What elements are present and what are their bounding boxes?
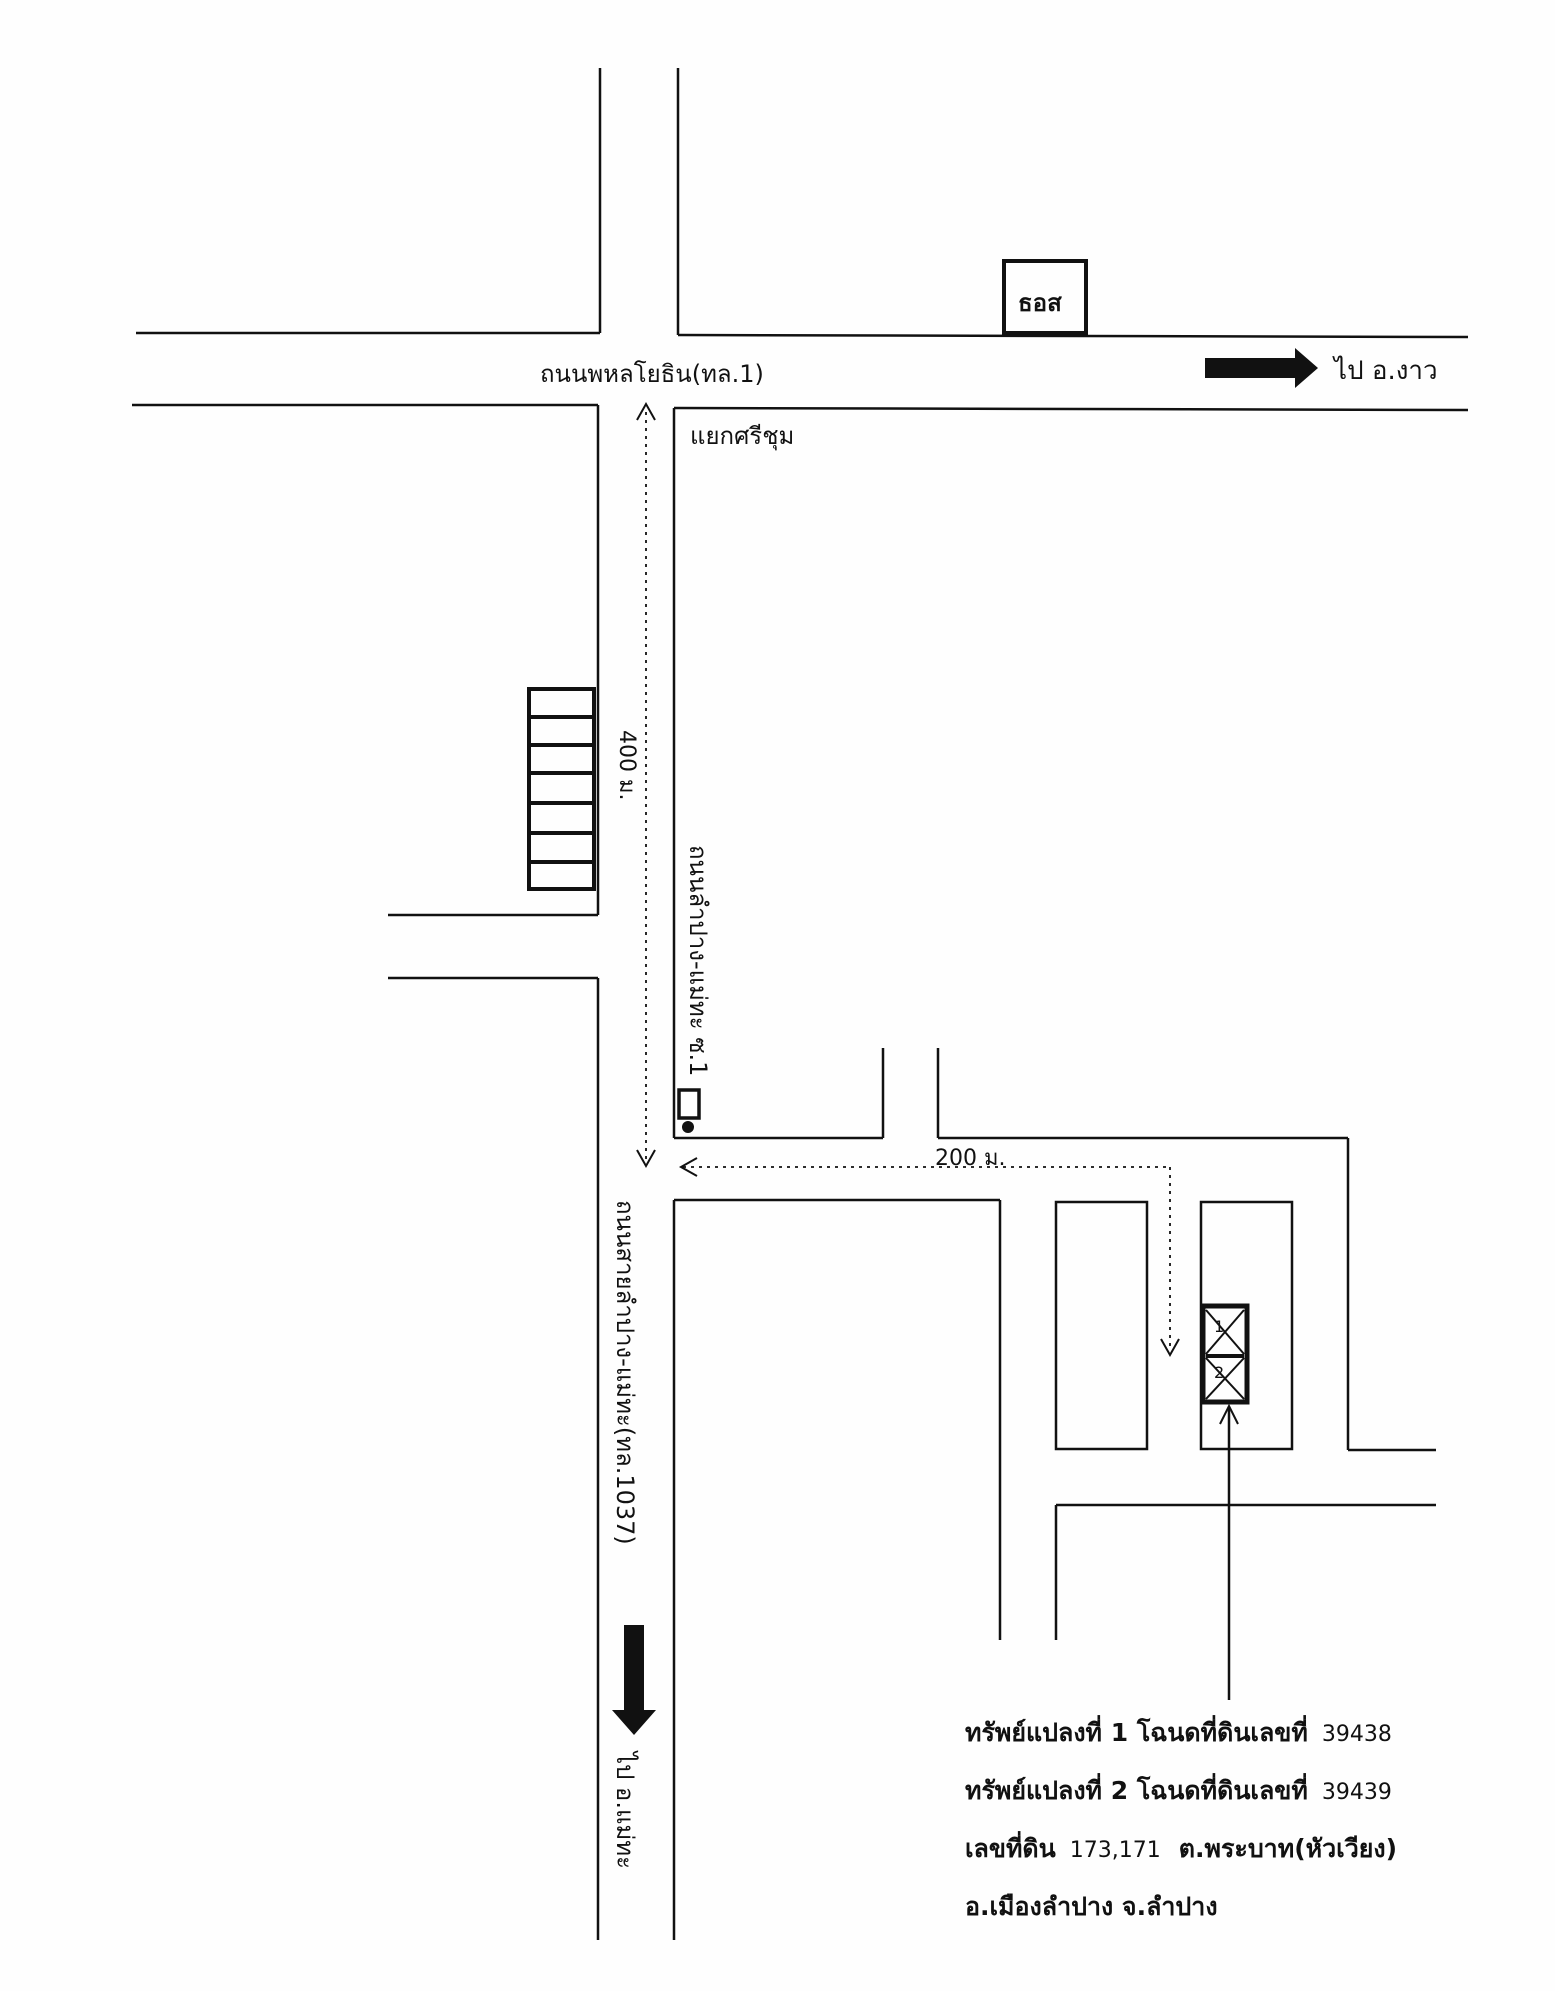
highway-label: ถนนพหลโยธิน(ทล.1) (540, 360, 764, 388)
legend-line-3-number: 173,171 (1069, 1838, 1161, 1863)
distance-400-arrow (636, 401, 656, 1169)
legend-line-3: เลขที่ดิน 173,171 ต.พระบาท(หัวเวียง) (965, 1821, 1397, 1879)
legend-line-4: อ.เมืองลำปาง จ.ลำปาง (965, 1892, 1218, 1921)
plot-1-label: 1 (1214, 1317, 1224, 1336)
legend-line-2: ทรัพย์แปลงที่ 2 โฉนดที่ดินเลขที่ 39439 (965, 1763, 1397, 1821)
soi-road-label: ถนนลำปาง-แม่ทะ ซ.1 (684, 845, 712, 1077)
direction-ngao-label: ไป อ.งาว (1334, 356, 1438, 386)
legend-line-2-number: 39439 (1321, 1780, 1392, 1805)
north-cross-road (598, 68, 680, 335)
bank-building (1002, 259, 1088, 335)
direction-mae-tha-label: ไป อ.แม่ทะ (611, 1752, 639, 1869)
building-icon (527, 687, 596, 891)
property-legend: ทรัพย์แปลงที่ 1 โฉนดที่ดินเลขที่ 39438 ทร… (965, 1705, 1397, 1935)
soi-marker-icon (677, 1088, 701, 1133)
distance-400-label: 400 ม. (614, 730, 639, 801)
legend-line-2-text: ทรัพย์แปลงที่ 2 โฉนดที่ดินเลขที่ (965, 1776, 1308, 1805)
legend-line-3-subdistrict: ต.พระบาท(หัวเวียง) (1178, 1834, 1398, 1863)
arrow-down-icon (612, 1625, 656, 1735)
legend-line-1-text: ทรัพย์แปลงที่ 1 โฉนดที่ดินเลขที่ (965, 1718, 1308, 1747)
bank-label: ธอส (1018, 289, 1062, 317)
plot-2-label: 2 (1214, 1363, 1224, 1382)
arrow-right-icon (1205, 348, 1318, 388)
highway-road (132, 331, 1469, 412)
plot-pointer-arrow (1219, 1403, 1239, 1700)
legend-line-1: ทรัพย์แปลงที่ 1 โฉนดที่ดินเลขที่ 39438 (965, 1705, 1397, 1763)
distance-200-arrow (678, 1157, 1180, 1358)
soi-road (674, 1048, 1436, 1640)
legend-line-3-label: เลขที่ดิน (965, 1834, 1056, 1863)
distance-200-label: 200 ม. (935, 1146, 1006, 1171)
west-side-road (388, 913, 598, 980)
main-road-label: ถนนสายลำปาง-แม่ทะ(ทล.1037) (611, 1200, 639, 1545)
main-road (596, 405, 676, 1940)
legend-line-1-number: 39438 (1321, 1722, 1392, 1747)
property-plots: 1 2 (1200, 1303, 1250, 1405)
junction-label: แยกศรีชุม (690, 422, 795, 450)
land-block-left (1054, 1200, 1149, 1451)
